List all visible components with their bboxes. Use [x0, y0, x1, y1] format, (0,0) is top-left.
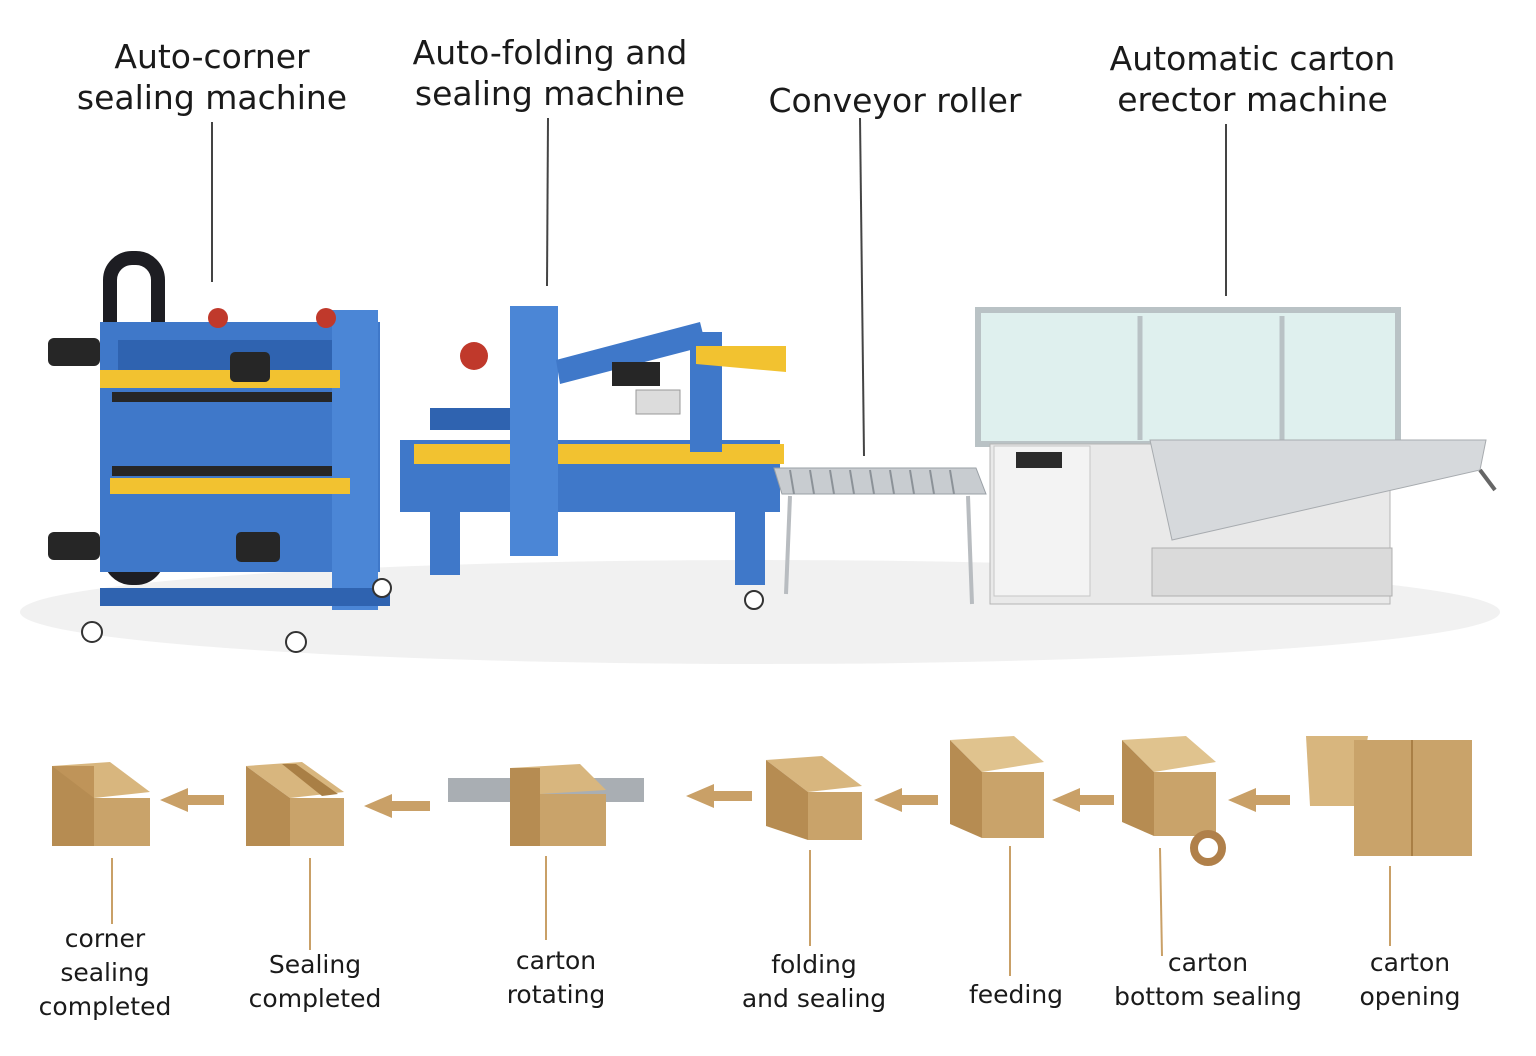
process-flow — [52, 736, 1472, 976]
step-corner-sealing-completed: corner sealing completed — [38, 924, 172, 1021]
box-carton-bottom-sealing — [1122, 736, 1226, 866]
step-carton-opening: carton opening — [1359, 948, 1461, 1011]
auto-corner-sealing-machine — [48, 251, 449, 653]
box-sealing-completed — [246, 762, 344, 846]
step-sealing-completed: Sealing completed — [248, 950, 382, 1013]
carton-erector-machine — [975, 307, 1497, 605]
step-feeding: feeding — [968, 980, 1064, 1009]
box-carton-opening — [1306, 736, 1472, 856]
bottom-leader-lines — [111, 846, 1391, 976]
step-carton-rotating: carton rotating — [506, 946, 606, 1009]
conveyor-roller — [773, 467, 987, 605]
step-folding-and-sealing: folding and sealing — [741, 950, 887, 1013]
label-auto-corner: Auto-corner sealing machine — [76, 37, 348, 118]
box-feeding — [950, 736, 1044, 838]
label-erector: Automatic carton erector machine — [1109, 39, 1396, 120]
step-carton-bottom-sealing: carton bottom sealing — [1114, 948, 1302, 1011]
label-auto-folding: Auto-folding and sealing machine — [412, 33, 688, 114]
box-carton-rotating — [510, 764, 606, 846]
flow-arrows — [160, 784, 1290, 818]
auto-folding-sealing-machine — [400, 306, 786, 610]
label-conveyor: Conveyor roller — [768, 81, 1022, 120]
box-folding-and-sealing — [766, 756, 862, 840]
top-leader-lines — [211, 117, 1227, 457]
box-corner-sealing-completed — [52, 762, 150, 846]
